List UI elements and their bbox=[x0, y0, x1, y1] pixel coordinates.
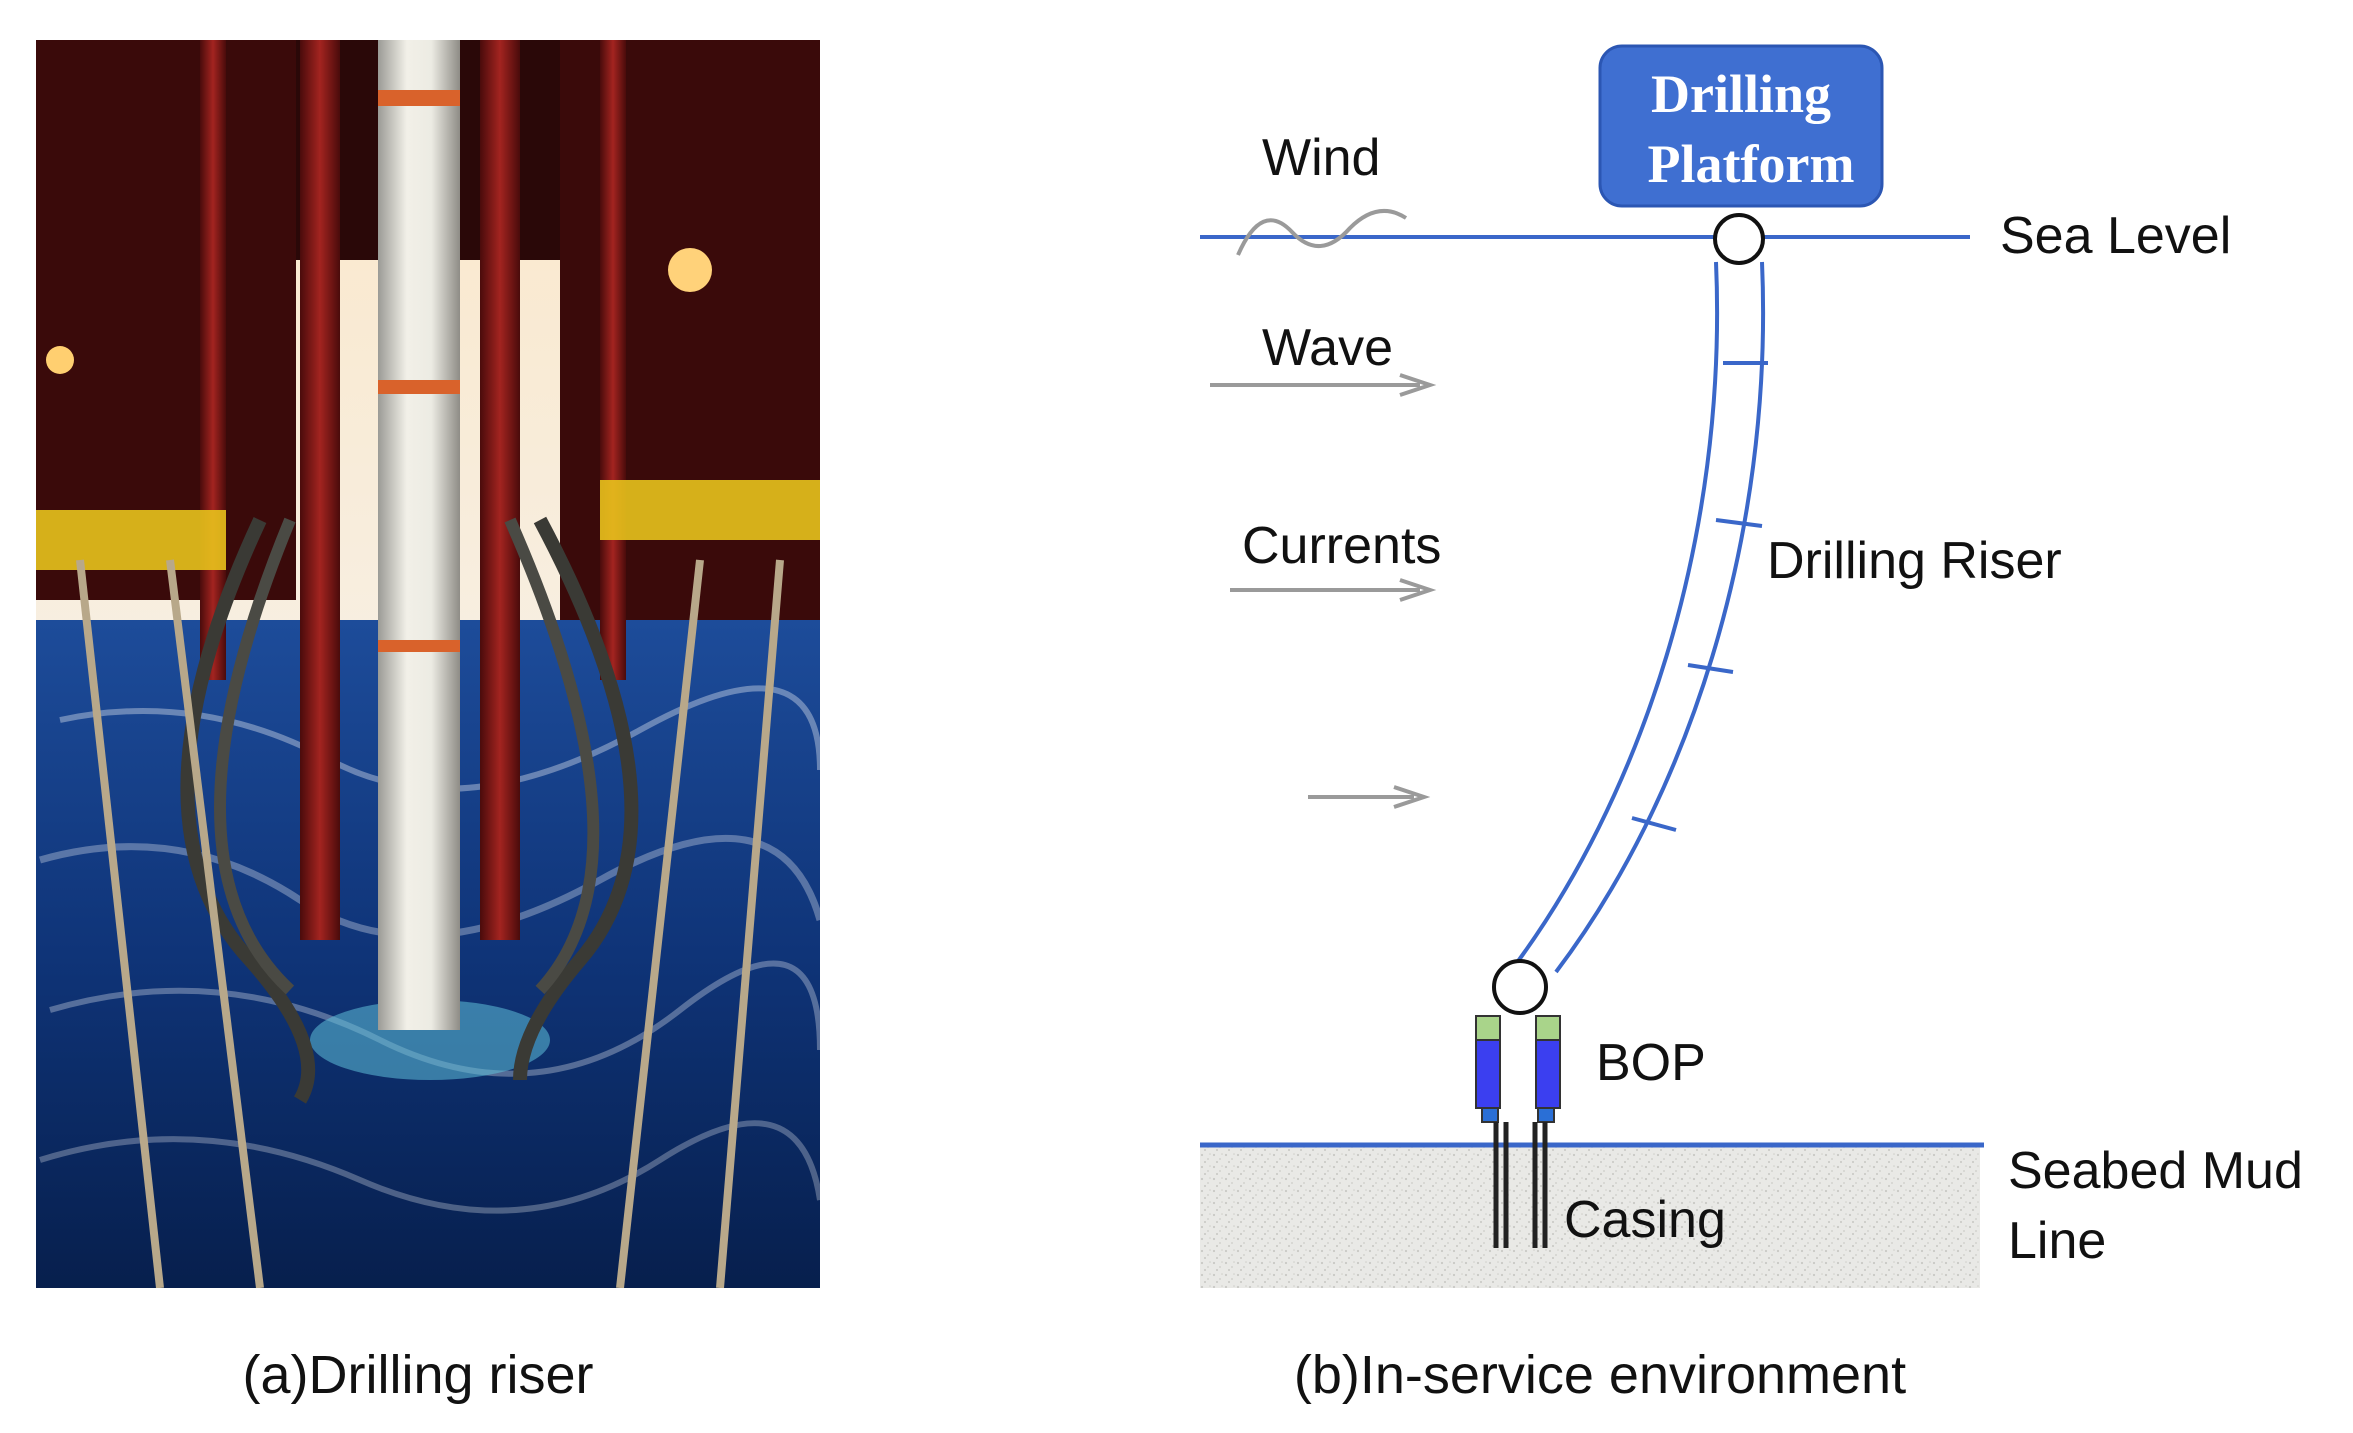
platform-label-line1: Drilling bbox=[1651, 64, 1831, 124]
currents-label: Currents bbox=[1242, 517, 1441, 575]
seabed-label-line1: Seabed Mud bbox=[2008, 1142, 2303, 1200]
caption-b: (b)In-service environment bbox=[1294, 1345, 1906, 1405]
seabed-mud bbox=[1200, 1145, 1980, 1288]
current-arrow-lower-icon bbox=[1308, 785, 1431, 809]
bop-label: BOP bbox=[1596, 1034, 1706, 1092]
wind-label: Wind bbox=[1262, 129, 1380, 187]
seabed-label-line2: Line bbox=[2008, 1212, 2106, 1270]
sea-level-label: Sea Level bbox=[2000, 207, 2231, 265]
wave-label: Wave bbox=[1262, 319, 1393, 377]
upper-flex-joint bbox=[1713, 213, 1765, 265]
casing bbox=[1493, 1122, 1548, 1248]
drilling-riser-schematic bbox=[1508, 261, 1768, 974]
caption-a: (a)Drilling riser bbox=[242, 1345, 593, 1405]
currents-arrow-icon bbox=[1230, 578, 1437, 602]
wind-wave-icon bbox=[1236, 209, 1408, 256]
wave-arrow-icon bbox=[1210, 373, 1437, 397]
drilling-riser-label: Drilling Riser bbox=[1767, 532, 2062, 590]
platform-label-line2: Platform bbox=[1648, 134, 1855, 194]
drilling-riser-photo bbox=[36, 40, 820, 1288]
drilling-platform-box bbox=[1598, 44, 1884, 208]
lower-flex-joint bbox=[1492, 959, 1548, 1015]
casing-label: Casing bbox=[1564, 1191, 1726, 1249]
bop-stack bbox=[1475, 1015, 1561, 1123]
